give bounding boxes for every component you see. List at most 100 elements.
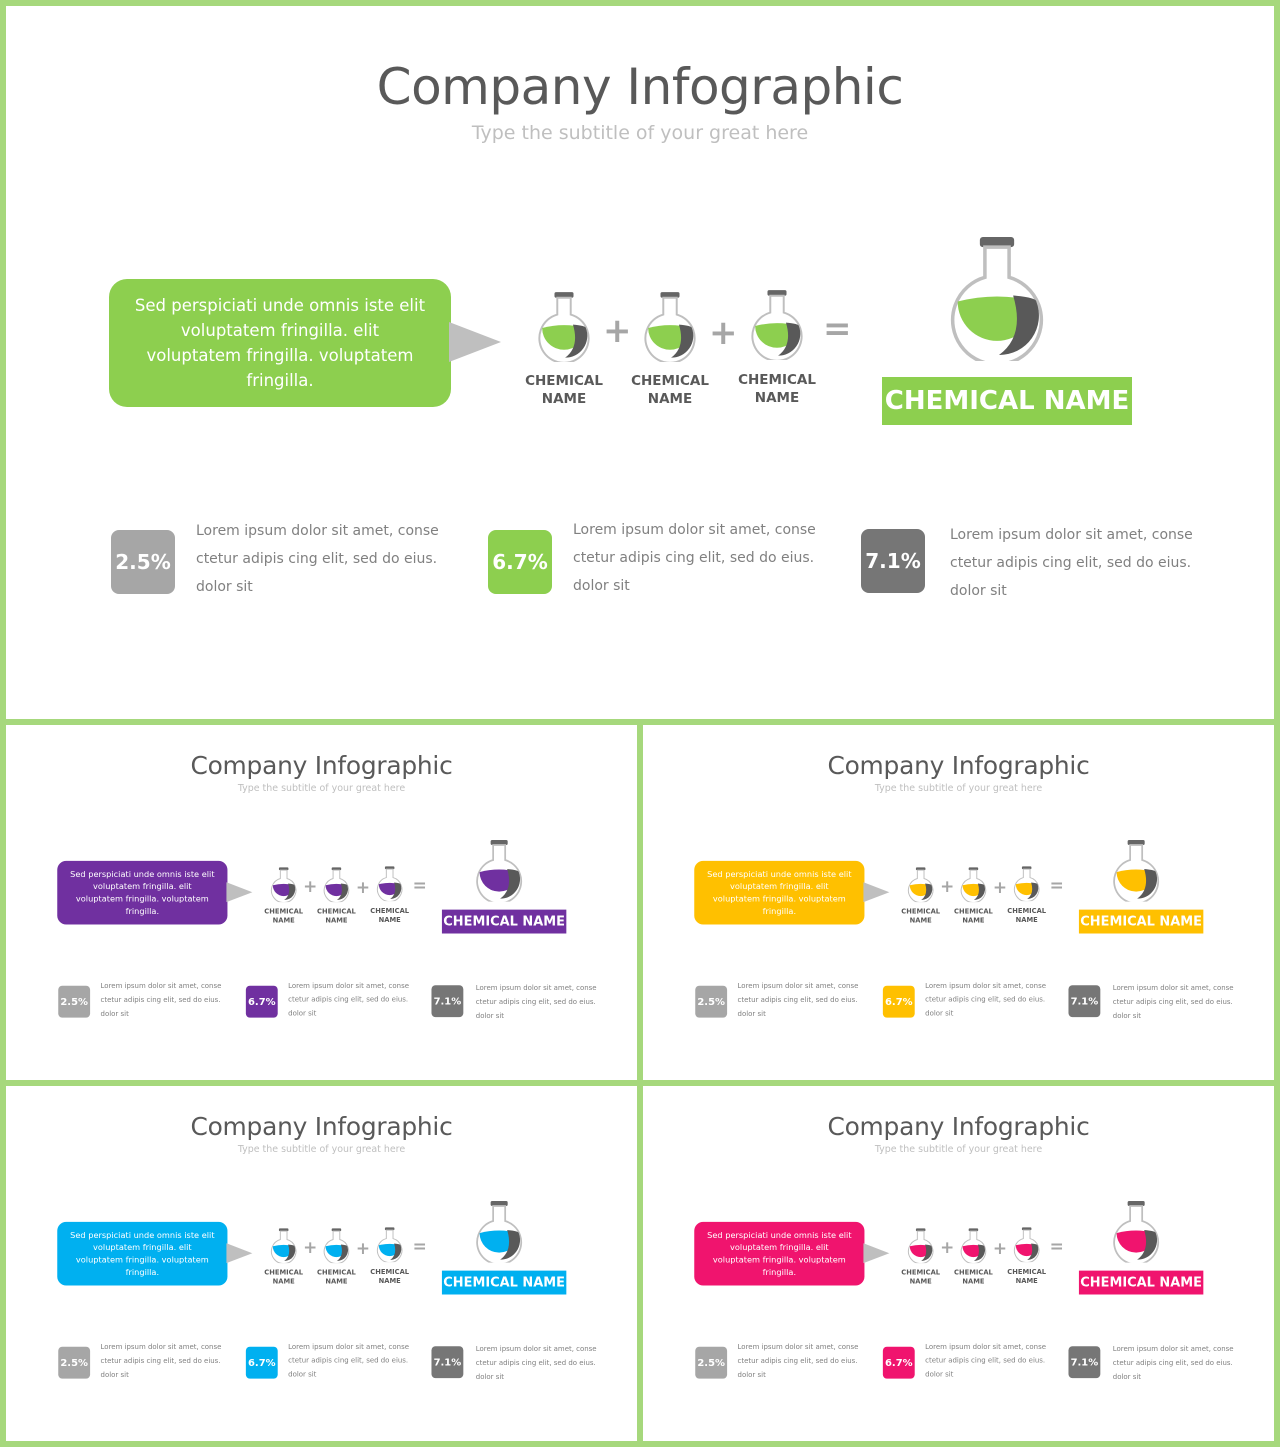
chemical-label: CHEMICAL NAME <box>631 373 709 407</box>
chemical-label: CHEMICAL NAME <box>370 907 410 925</box>
bubble-tail <box>863 882 890 903</box>
stat-badge: 6.7% <box>245 985 278 1018</box>
stat-description: Lorem ipsum dolor sit amet, conse ctetur… <box>475 984 597 1021</box>
equals-operator: = <box>823 309 852 349</box>
plus-operator: + <box>992 877 1008 898</box>
slide-subtitle: Type the subtitle of your great here <box>874 782 1043 794</box>
bubble-tail <box>226 1243 253 1264</box>
stat-badge: 7.1% <box>1068 985 1101 1018</box>
chemical-label: CHEMICAL NAME <box>901 907 941 925</box>
slide-content: Company Infographic Type the subtitle of… <box>6 6 1274 719</box>
bubble-text: Sed perspiciati unde omnis iste elit vol… <box>70 1230 215 1278</box>
bubble-text: Sed perspiciati unde omnis iste elit vol… <box>70 869 215 917</box>
flask-icon <box>959 866 987 903</box>
slide-yellow: Company Infographic Type the subtitle of… <box>643 725 1274 1080</box>
chemical-label: CHEMICAL NAME <box>264 1268 304 1286</box>
chemical-label: CHEMICAL NAME <box>954 907 993 925</box>
result-flask-icon <box>944 235 1050 361</box>
chemical-label: CHEMICAL NAME <box>317 907 356 925</box>
bubble-tail <box>449 322 501 362</box>
plus-operator: + <box>355 1238 371 1259</box>
plus-operator: + <box>940 1237 955 1258</box>
result-flask-icon <box>1110 839 1163 902</box>
result-chemical-label: CHEMICAL NAME <box>1078 1270 1204 1295</box>
slide-green: Company Infographic Type the subtitle of… <box>6 6 1274 719</box>
stat-description: Lorem ipsum dolor sit amet, conse ctetur… <box>1112 984 1234 1021</box>
slide-subtitle: Type the subtitle of your great here <box>874 1143 1043 1155</box>
result-chemical-label: CHEMICAL NAME <box>1078 909 1204 934</box>
flask-icon <box>907 1227 935 1264</box>
bubble-tail <box>863 1243 890 1264</box>
result-flask-icon <box>473 1200 526 1263</box>
plus-operator: + <box>992 1238 1008 1259</box>
bubble-text: Sed perspiciati unde omnis iste elit vol… <box>134 296 426 390</box>
flask-icon <box>749 288 805 360</box>
stat-description: Lorem ipsum dolor sit amet, conse ctetur… <box>573 522 816 594</box>
stat-description: Lorem ipsum dolor sit amet, conse ctetur… <box>288 1342 409 1379</box>
plus-operator: + <box>303 1237 318 1258</box>
stat-badge: 2.5% <box>58 1346 91 1379</box>
slide-blue: Company Infographic Type the subtitle of… <box>6 1086 637 1441</box>
slide-subtitle: Type the subtitle of your great here <box>471 122 809 144</box>
result-chemical-label: CHEMICAL NAME <box>441 909 567 934</box>
slide-subtitle: Type the subtitle of your great here <box>237 782 406 794</box>
plus-operator: + <box>603 311 632 351</box>
slide-title: Company Infographic <box>190 750 453 780</box>
equals-operator: = <box>1049 875 1064 896</box>
slide-title: Company Infographic <box>827 1111 1090 1141</box>
plus-operator: + <box>940 876 955 897</box>
bubble-text: Sed perspiciati unde omnis iste elit vol… <box>707 869 852 917</box>
stat-badge: 6.7% <box>882 985 915 1018</box>
flask-icon <box>270 1227 298 1264</box>
stat-badge: 6.7% <box>882 1346 915 1379</box>
stat-description: Lorem ipsum dolor sit amet, conse ctetur… <box>475 1345 597 1382</box>
slide-title: Company Infographic <box>827 750 1090 780</box>
speech-bubble: Sed perspiciati unde omnis iste elit vol… <box>109 279 451 407</box>
chemical-label: CHEMICAL NAME <box>317 1268 356 1286</box>
speech-bubble: Sed perspiciati unde omnis iste elit vol… <box>694 860 865 925</box>
chemical-label: CHEMICAL NAME <box>264 907 304 925</box>
equals-operator: = <box>1049 1236 1064 1257</box>
chemical-label: CHEMICAL NAME <box>954 1268 993 1286</box>
flask-icon <box>1013 865 1041 902</box>
slide-subtitle: Type the subtitle of your great here <box>237 1143 406 1155</box>
flask-icon <box>959 1227 987 1264</box>
flask-icon <box>376 865 404 902</box>
stat-badge: 2.5% <box>111 530 175 594</box>
stat-badge: 7.1% <box>1068 1346 1101 1379</box>
stat-description: Lorem ipsum dolor sit amet, conse ctetur… <box>288 981 409 1018</box>
stat-description: Lorem ipsum dolor sit amet, conse ctetur… <box>196 523 439 595</box>
stat-description: Lorem ipsum dolor sit amet, conse ctetur… <box>100 982 222 1019</box>
stat-description: Lorem ipsum dolor sit amet, conse ctetur… <box>737 982 859 1019</box>
equals-operator: = <box>412 1236 427 1257</box>
plus-operator: + <box>709 313 738 353</box>
stat-badge: 6.7% <box>488 530 552 594</box>
slide-title: Company Infographic <box>376 58 904 116</box>
slide-content: Company Infographic Type the subtitle of… <box>6 1086 637 1441</box>
bubble-tail <box>226 882 253 903</box>
flask-icon <box>907 866 935 903</box>
result-flask-icon <box>1110 1200 1163 1263</box>
stat-description: Lorem ipsum dolor sit amet, conse ctetur… <box>950 527 1193 599</box>
flask-icon <box>642 290 698 362</box>
chemical-label: CHEMICAL NAME <box>1007 907 1047 925</box>
bubble-text: Sed perspiciati unde omnis iste elit vol… <box>707 1230 852 1278</box>
flask-icon <box>536 290 592 362</box>
slide-pink: Company Infographic Type the subtitle of… <box>643 1086 1274 1441</box>
chemical-label: CHEMICAL NAME <box>370 1268 410 1286</box>
slide-content: Company Infographic Type the subtitle of… <box>6 725 637 1080</box>
stat-description: Lorem ipsum dolor sit amet, conse ctetur… <box>100 1343 222 1380</box>
slide-title: Company Infographic <box>190 1111 453 1141</box>
chemical-label: CHEMICAL NAME <box>525 373 603 407</box>
stat-description: Lorem ipsum dolor sit amet, conse ctetur… <box>737 1343 859 1380</box>
flask-icon <box>270 866 298 903</box>
flask-icon <box>1013 1226 1041 1263</box>
plus-operator: + <box>355 877 371 898</box>
stat-badge: 7.1% <box>431 1346 464 1379</box>
flask-icon <box>376 1226 404 1263</box>
slide-content: Company Infographic Type the subtitle of… <box>643 1086 1274 1441</box>
stat-description: Lorem ipsum dolor sit amet, conse ctetur… <box>925 1342 1046 1379</box>
result-flask-icon <box>473 839 526 902</box>
stat-badge: 7.1% <box>431 985 464 1018</box>
stat-badge: 2.5% <box>58 985 91 1018</box>
